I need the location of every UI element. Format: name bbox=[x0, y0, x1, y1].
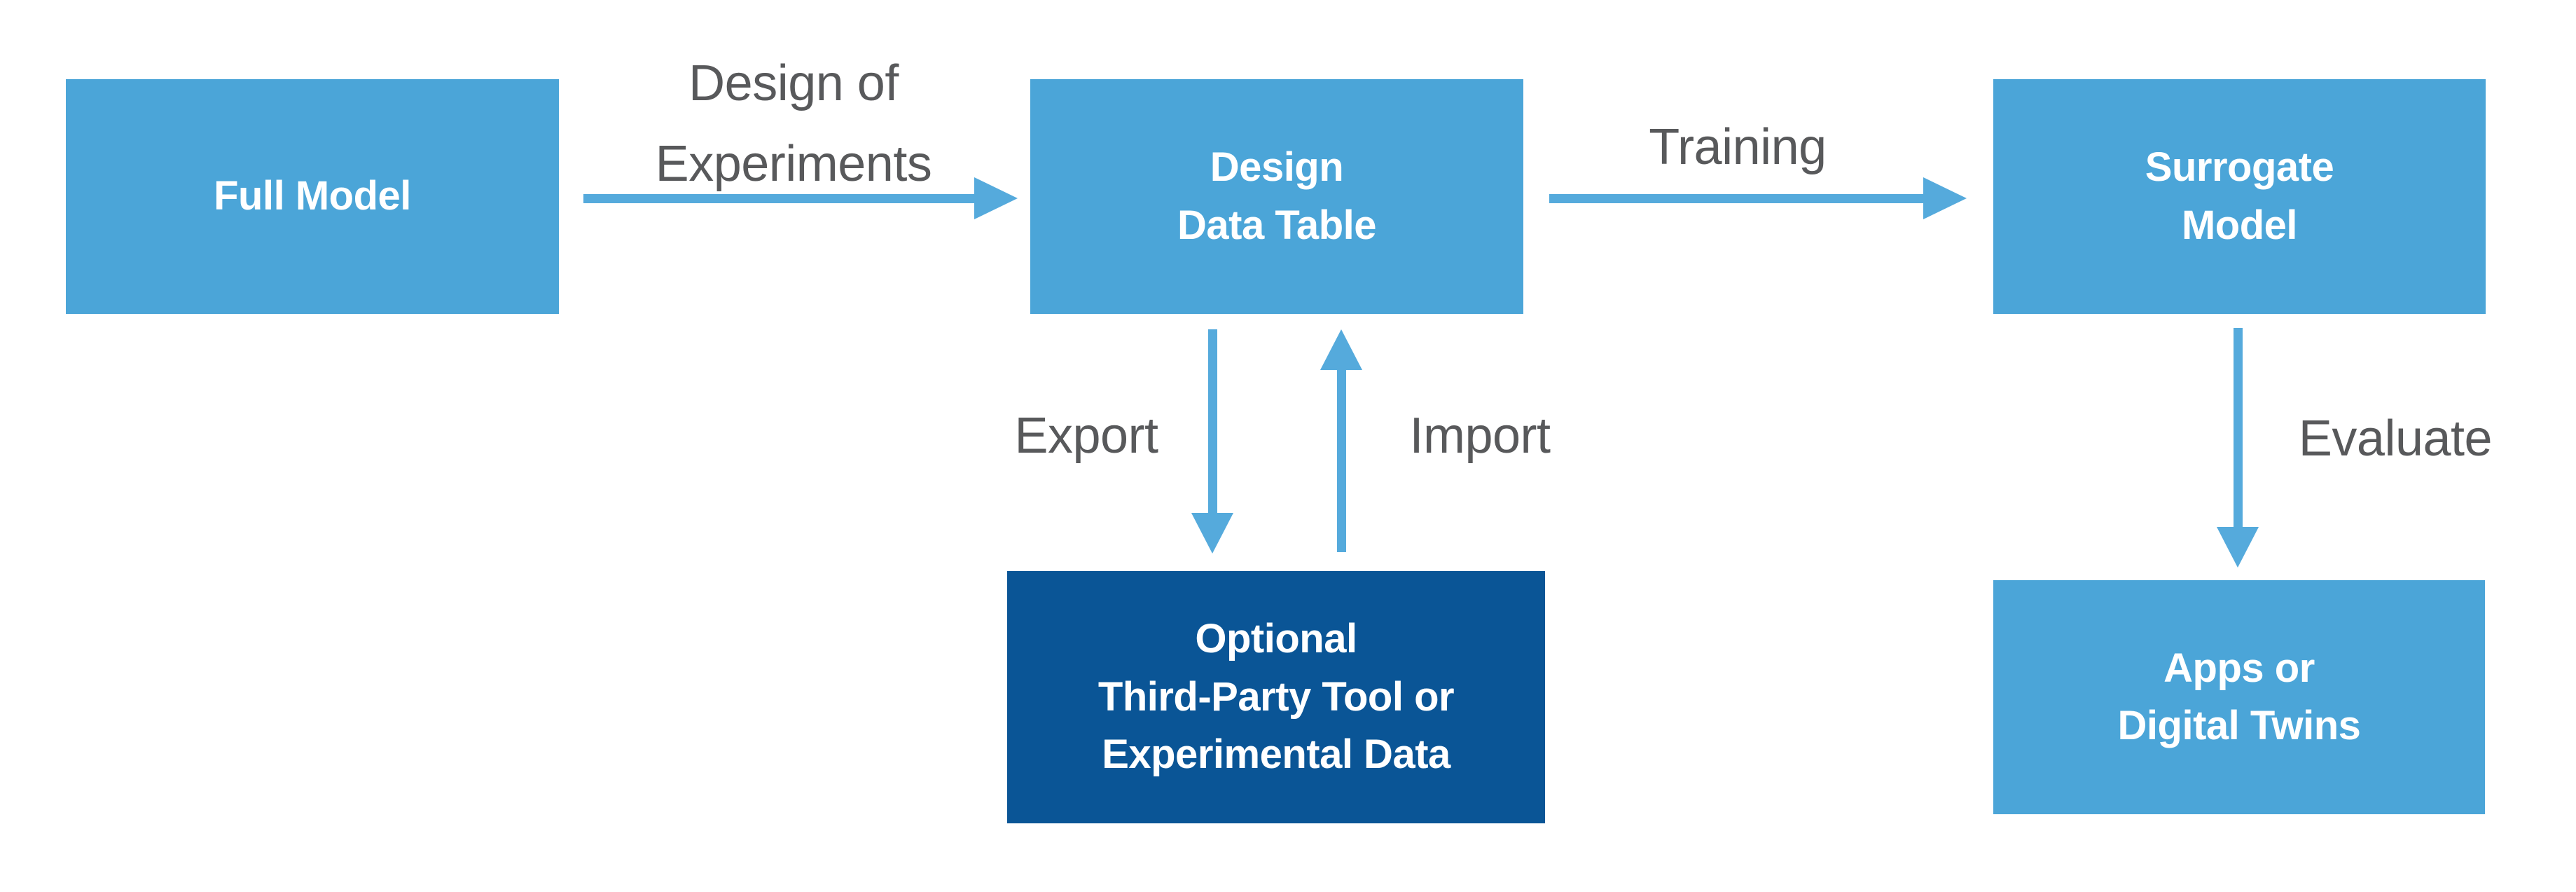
node-apps-digital-twins-label: Apps or Digital Twins bbox=[2118, 640, 2361, 755]
node-surrogate-model-label: Surrogate Model bbox=[2145, 139, 2334, 254]
arrow-training bbox=[1549, 177, 1967, 219]
arrowhead-right-icon bbox=[974, 177, 1018, 219]
arrow-shaft bbox=[1337, 370, 1346, 552]
arrow-evaluate bbox=[2217, 328, 2259, 568]
node-third-party-tool-label: Optional Third-Party Tool or Experimenta… bbox=[1097, 610, 1455, 783]
edge-label-line: Experiments bbox=[655, 136, 932, 192]
arrowhead-down-icon bbox=[2217, 527, 2259, 568]
node-design-data-table: Design Data Table bbox=[1030, 79, 1523, 314]
edge-label-import: Import bbox=[1409, 408, 1551, 464]
edge-label-training: Training bbox=[1649, 119, 1827, 175]
node-label-line: Apps or bbox=[2163, 645, 2315, 691]
node-full-model-label: Full Model bbox=[214, 167, 411, 225]
node-apps-digital-twins: Apps or Digital Twins bbox=[1993, 580, 2485, 814]
arrowhead-up-icon bbox=[1320, 329, 1362, 370]
edge-label-line: Design of bbox=[688, 55, 899, 111]
arrow-shaft bbox=[1549, 194, 1925, 203]
node-label-line: Design bbox=[1210, 144, 1344, 191]
arrow-shaft bbox=[2234, 328, 2243, 527]
arrow-shaft bbox=[1208, 329, 1217, 513]
arrow-shaft bbox=[583, 194, 976, 203]
node-design-data-table-label: Design Data Table bbox=[1177, 139, 1377, 254]
node-label-line: Optional bbox=[1195, 616, 1357, 662]
edge-label-design-of-experiments: Design of Experiments bbox=[548, 43, 1039, 205]
node-label-line: Digital Twins bbox=[2117, 703, 2361, 748]
node-label-line: Data Table bbox=[1177, 202, 1377, 248]
arrow-design-of-experiments bbox=[583, 177, 1018, 219]
arrow-import bbox=[1320, 329, 1362, 554]
edge-label-export: Export bbox=[1014, 408, 1158, 464]
node-surrogate-model: Surrogate Model bbox=[1993, 79, 2486, 314]
node-third-party-tool: Optional Third-Party Tool or Experimenta… bbox=[1007, 571, 1545, 823]
arrow-export bbox=[1191, 329, 1233, 554]
node-full-model: Full Model bbox=[66, 79, 559, 314]
arrowhead-down-icon bbox=[1191, 513, 1233, 554]
edge-label-evaluate: Evaluate bbox=[2298, 411, 2493, 467]
node-label-line: Model bbox=[2181, 202, 2298, 248]
node-label-line: Experimental Data bbox=[1102, 732, 1450, 778]
node-label-line: Surrogate bbox=[2145, 144, 2334, 191]
node-label-line: Full Model bbox=[214, 173, 411, 219]
node-label-line: Third-Party Tool or bbox=[1097, 673, 1455, 720]
arrowhead-right-icon bbox=[1923, 177, 1967, 219]
